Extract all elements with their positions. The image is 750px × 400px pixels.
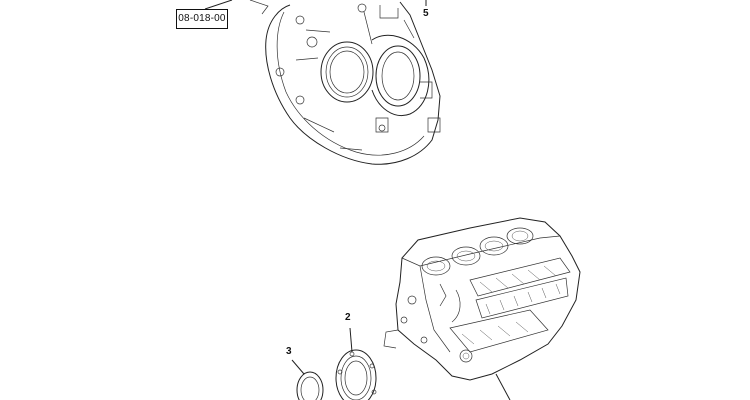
reference-number-box: 08-018-00	[176, 9, 228, 29]
flywheel-housing	[265, 1, 441, 165]
reference-leader	[204, 0, 233, 10]
callout-part-3: 3	[286, 346, 292, 357]
seal-housing	[335, 327, 377, 400]
callout-part-5: 5	[423, 8, 429, 19]
callout-part-2: 2	[345, 312, 351, 323]
engine-block	[383, 217, 581, 400]
oil-seal	[291, 359, 324, 400]
